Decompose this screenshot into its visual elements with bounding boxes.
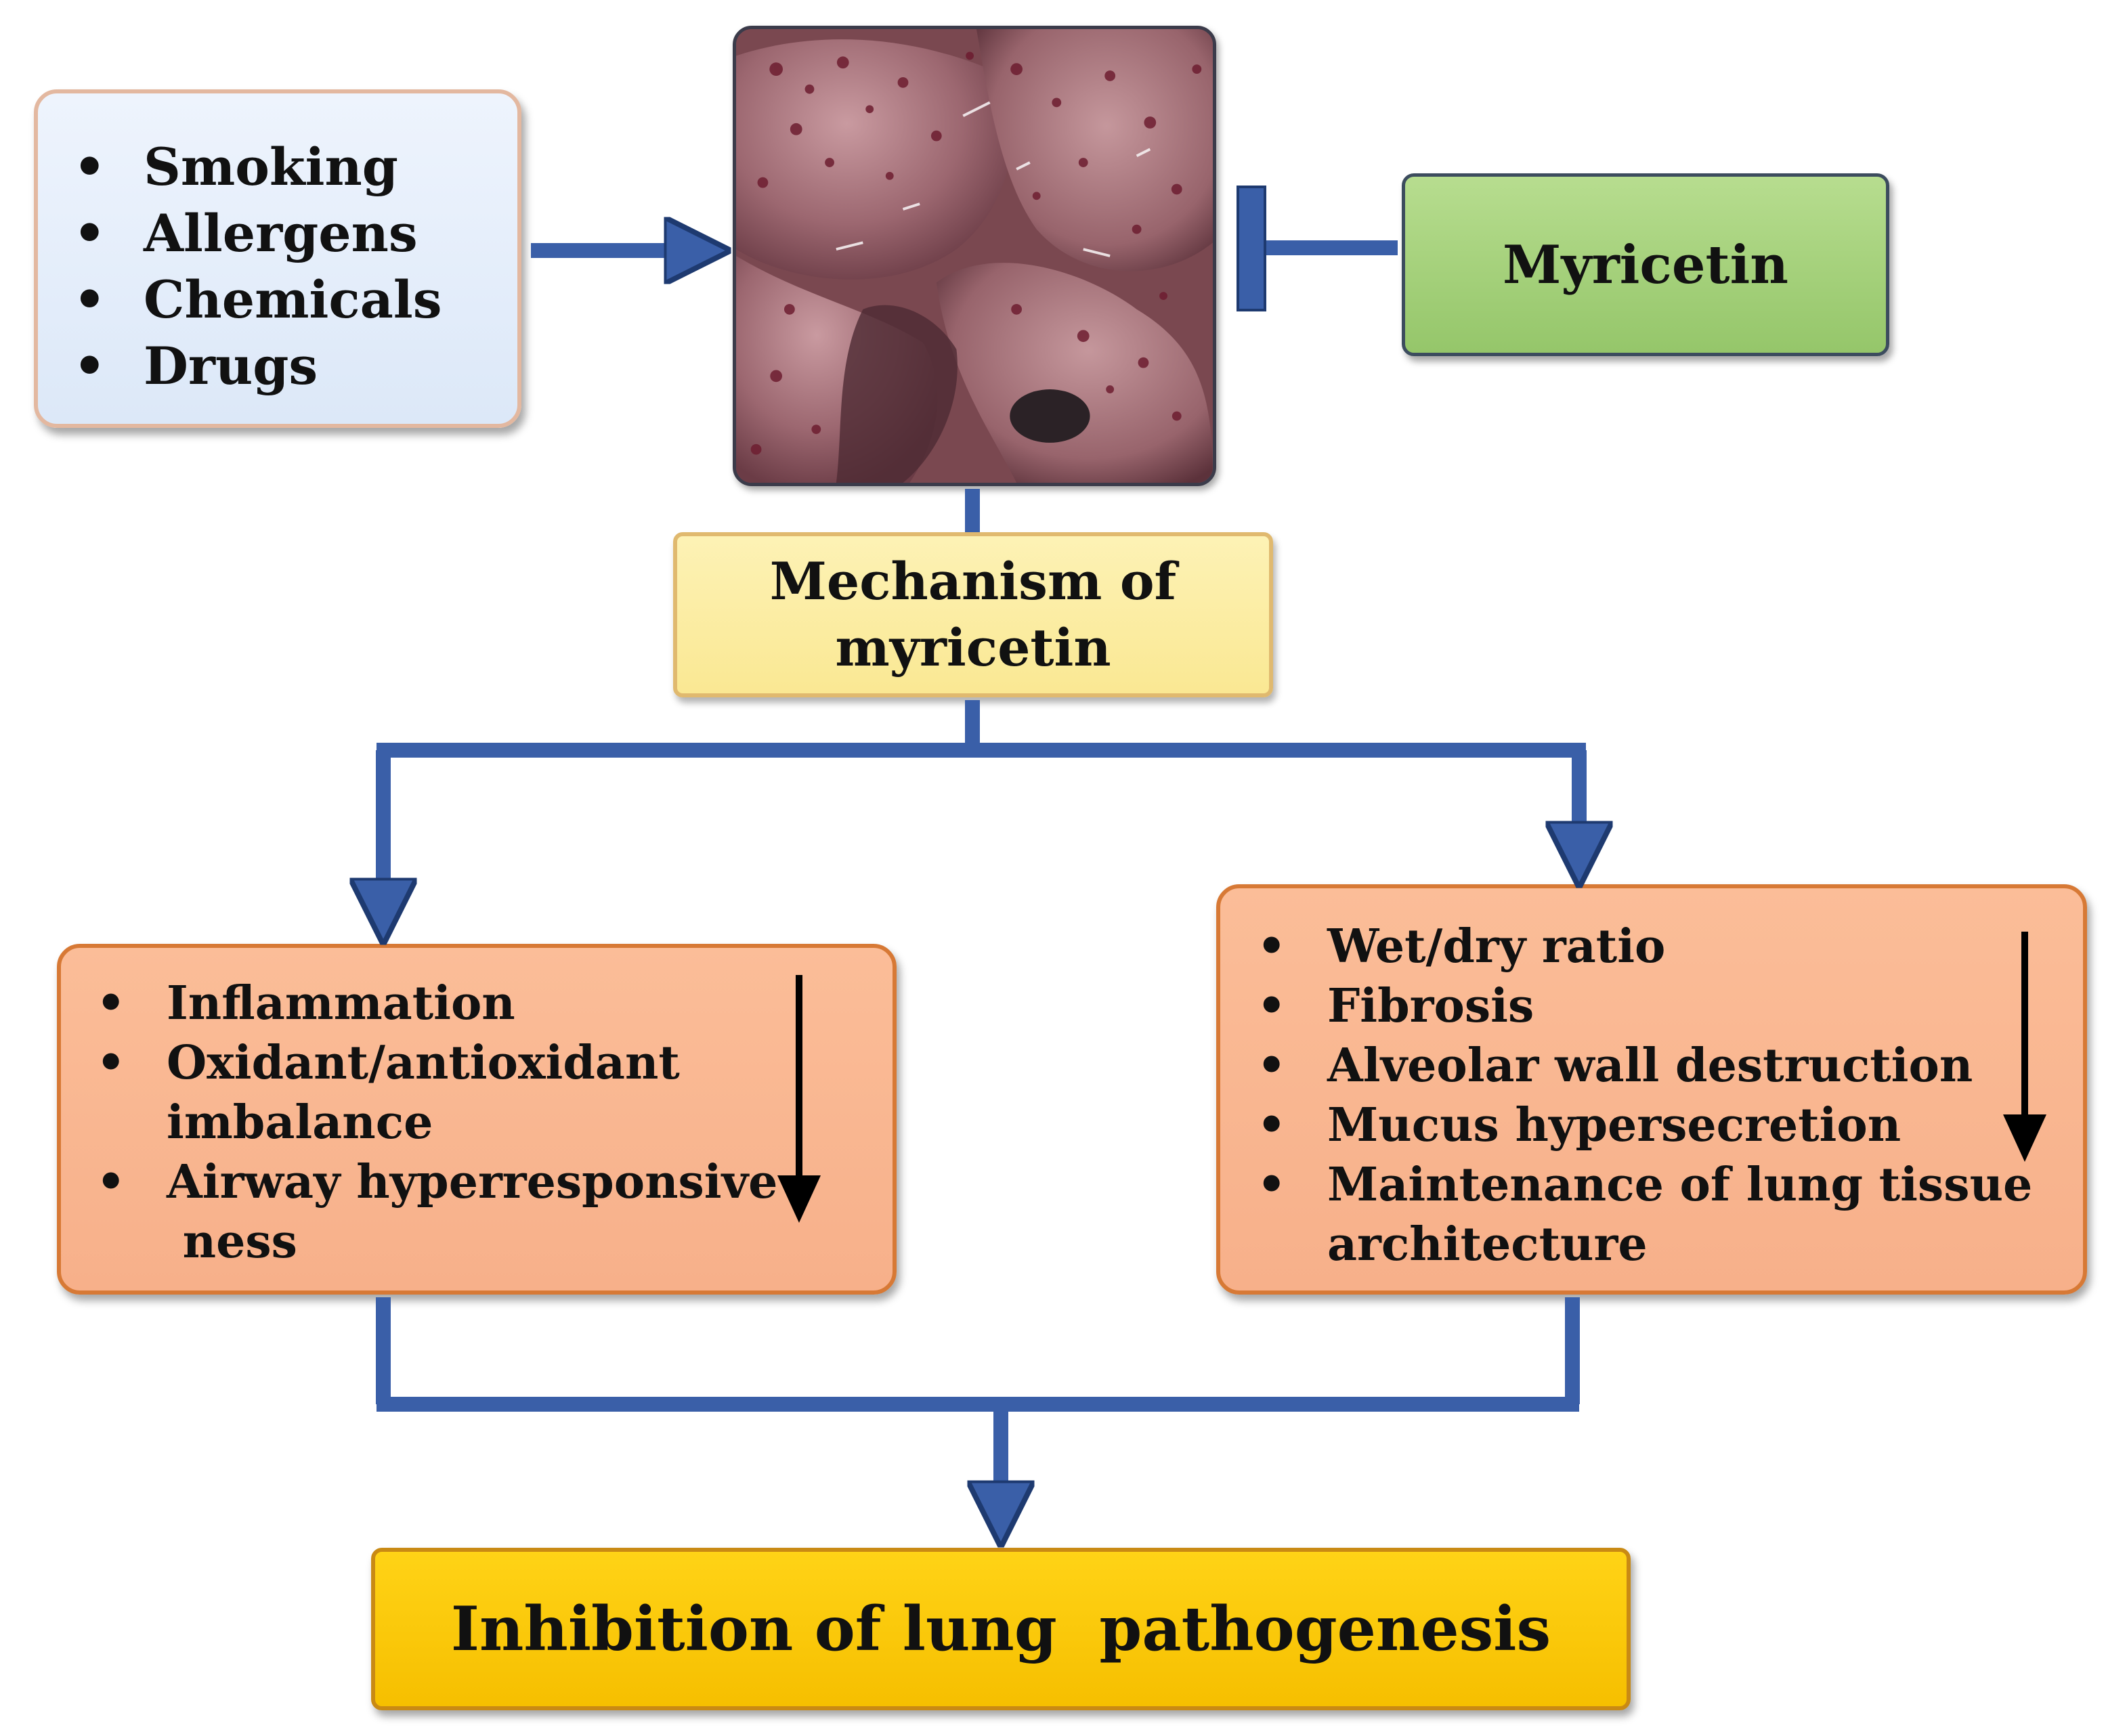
mechanism-label-line1: Mechanism of	[769, 551, 1177, 611]
list-item: Chemicals	[73, 267, 517, 333]
list-item-text-continued: ness	[167, 1215, 297, 1269]
mechanism-label: Mechanism of myricetin	[770, 548, 1176, 681]
list-item-text: Alveolar wall destruction	[1327, 1039, 1973, 1093]
list-item: Mucus hypersecretion	[1257, 1095, 2083, 1155]
lung-tissue-photo	[733, 26, 1216, 486]
outcome-label: Inhibition of lung pathogenesis	[450, 1593, 1551, 1665]
list-item-text: Maintenance of lung tissue	[1327, 1158, 2033, 1212]
mechanism-box: Mechanism of myricetin	[673, 532, 1273, 697]
list-item-text: Mucus hypersecretion	[1327, 1098, 1901, 1152]
list-item-text-continued: architecture	[1327, 1217, 1648, 1272]
left-effects-box: Inflammation Oxidant/antioxidant imbalan…	[57, 944, 897, 1295]
lung-photo-graphic	[736, 29, 1213, 483]
risk-factors-list: Smoking Allergens Chemicals Drugs	[73, 134, 517, 399]
list-item-text: Oxidant/antioxidant	[167, 1036, 680, 1090]
list-item: Smoking	[73, 134, 517, 200]
list-item: Allergens	[73, 200, 517, 267]
list-item: Fibrosis	[1257, 976, 2083, 1036]
list-item-text: Fibrosis	[1327, 979, 1534, 1033]
list-item: Wet/dry ratio	[1257, 917, 2083, 976]
list-item-text-continued: imbalance	[167, 1095, 433, 1150]
myricetin-label: Myricetin	[1503, 234, 1788, 296]
risk-factors-box: Smoking Allergens Chemicals Drugs	[34, 89, 521, 428]
inhibition-bar-icon	[1237, 186, 1266, 311]
mechanism-label-line2: myricetin	[835, 617, 1111, 678]
right-effects-list: Wet/dry ratio Fibrosis Alveolar wall des…	[1257, 917, 2083, 1274]
right-effects-box: Wet/dry ratio Fibrosis Alveolar wall des…	[1216, 884, 2087, 1295]
list-item: Airway hyperresponsive - ness	[96, 1152, 893, 1272]
list-item-text: Airway hyperresponsive -	[167, 1155, 813, 1209]
list-item: Alveolar wall destruction	[1257, 1036, 2083, 1095]
list-item-text: Wet/dry ratio	[1327, 919, 1666, 974]
myricetin-box: Myricetin	[1402, 173, 1889, 356]
list-item: Drugs	[73, 333, 517, 399]
list-item: Inflammation	[96, 974, 893, 1033]
outcome-box: Inhibition of lung pathogenesis	[371, 1548, 1631, 1710]
list-item: Maintenance of lung tissue architecture	[1257, 1155, 2083, 1274]
list-item-text: Inflammation	[167, 976, 515, 1030]
left-effects-list: Inflammation Oxidant/antioxidant imbalan…	[96, 974, 893, 1272]
list-item: Oxidant/antioxidant imbalance	[96, 1033, 893, 1152]
